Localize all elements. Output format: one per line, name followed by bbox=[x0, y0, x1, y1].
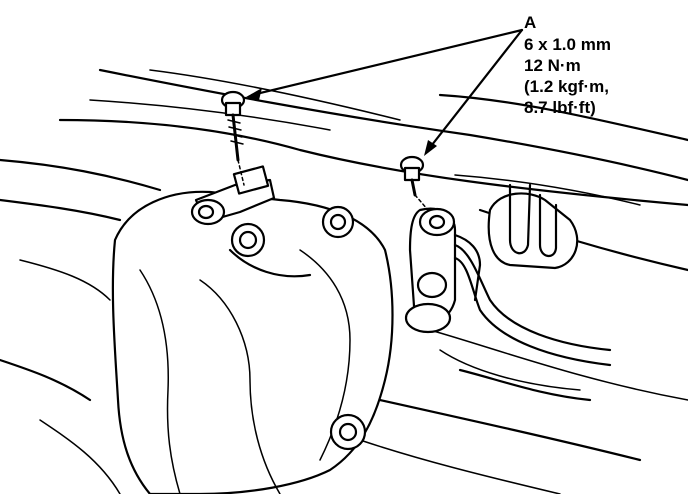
callout-line-2: 12 N·m bbox=[524, 56, 581, 75]
callout-line-4: 8.7 lbf·ft) bbox=[524, 98, 596, 117]
callout-leader-lines bbox=[246, 28, 524, 156]
callout-line-1: 6 x 1.0 mm bbox=[524, 35, 611, 54]
pipe-assembly bbox=[439, 243, 612, 402]
u-bracket bbox=[487, 183, 579, 270]
bolt-a-left-guide bbox=[237, 159, 245, 186]
manifold-bolt-2 bbox=[321, 205, 355, 239]
background-frame-lines bbox=[0, 68, 688, 494]
manifold-bolt-3 bbox=[329, 413, 367, 451]
bolt-a-right bbox=[399, 155, 425, 197]
right-bracket bbox=[404, 207, 482, 334]
callout-line-3: (1.2 kgf·m, bbox=[524, 77, 609, 96]
left-bracket bbox=[190, 165, 276, 226]
bolt-a-left bbox=[220, 90, 246, 162]
callout-letter: A bbox=[524, 13, 536, 32]
heat-shield bbox=[111, 190, 394, 494]
manifold-bolt-1 bbox=[230, 222, 266, 258]
bolt-a-right-guide bbox=[414, 194, 429, 211]
